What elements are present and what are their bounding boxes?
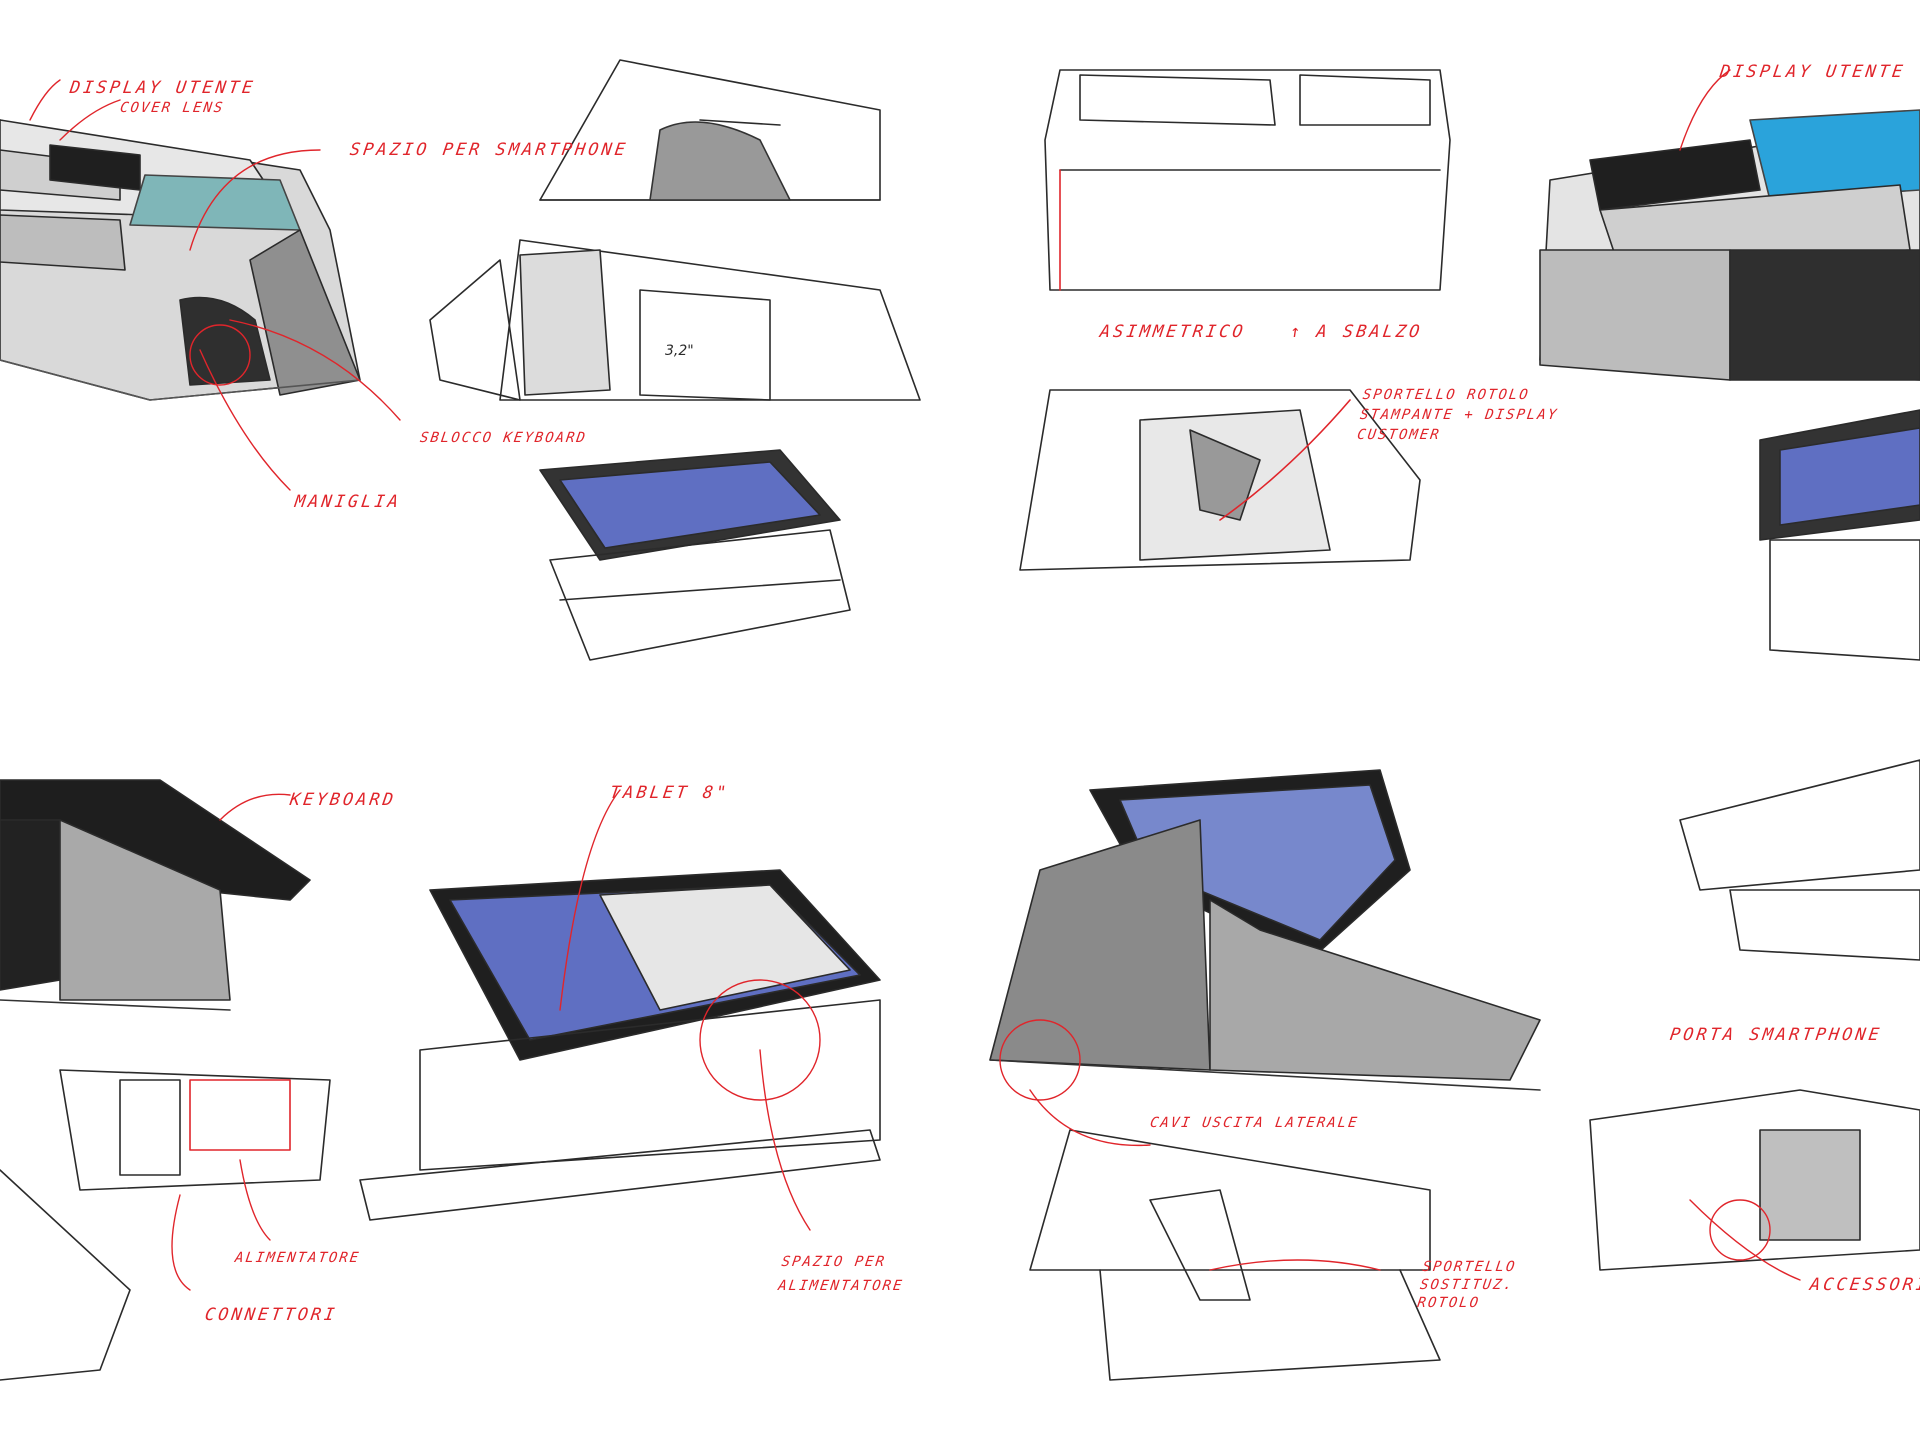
sketch-printer-side: 3,2" — [429, 239, 921, 401]
label-sportello-sostituz: SPORTELLO SOSTITUZ. ROTOLO — [1416, 1259, 1518, 1311]
label-keyboard: KEYBOARD — [288, 790, 398, 810]
label-display-utente-2: DISPLAY UTENTE — [1718, 62, 1907, 82]
tablet-stand-render — [359, 869, 881, 1221]
sketch-accessori — [1589, 759, 1920, 1271]
label-asimmetrico: ASIMMETRICO — [1098, 322, 1247, 342]
label-alimentatore: ALIMENTATORE — [233, 1250, 362, 1266]
screen-size-label: 3,2" — [665, 343, 694, 359]
label-maniglia: MANIGLIA — [293, 492, 403, 512]
sketch-tablet-on-base — [539, 449, 851, 661]
sketch-thermal-printer-top — [539, 59, 881, 201]
sketch-asymmetric-terminal — [1044, 69, 1451, 291]
label-spazio-alimentatore: SPAZIO PER ALIMENTATORE — [777, 1254, 905, 1294]
pos-terminal-render-1 — [0, 119, 361, 401]
label-connettori: CONNETTORI — [203, 1305, 339, 1325]
label-porta-smartphone: PORTA SMARTPHONE — [1668, 1025, 1884, 1045]
label-tablet: TABLET 8" — [608, 783, 731, 803]
label-sportello: SPORTELLO ROTOLO STAMPANTE + DISPLAY CUS… — [1356, 387, 1560, 443]
label-a-sbalzo: ↑ A SBALZO — [1288, 322, 1424, 342]
label-sblocco-keyboard: SBLOCCO KEYBOARD — [418, 430, 588, 446]
pos-terminal-render-3 — [0, 779, 311, 1011]
label-cavi-uscita: CAVI USCITA LATERALE — [1148, 1115, 1360, 1131]
label-display-utente: DISPLAY UTENTE — [68, 78, 257, 98]
pos-terminal-render-2 — [1539, 109, 1920, 381]
sketch-connettori — [0, 1069, 331, 1381]
label-spazio-smartphone: SPAZIO PER SMARTPHONE — [348, 140, 630, 160]
label-accessori: ACCESSORI — [1808, 1275, 1920, 1295]
annotation-leaders — [29, 69, 1801, 1291]
sketch-sportello-terminal — [1019, 389, 1421, 571]
angled-stand-render — [989, 769, 1541, 1091]
tablet-on-printer-right — [1759, 409, 1920, 661]
sketch-sportello-sostituz — [1029, 1129, 1441, 1381]
label-cover-lens: COVER LENS — [118, 100, 226, 116]
